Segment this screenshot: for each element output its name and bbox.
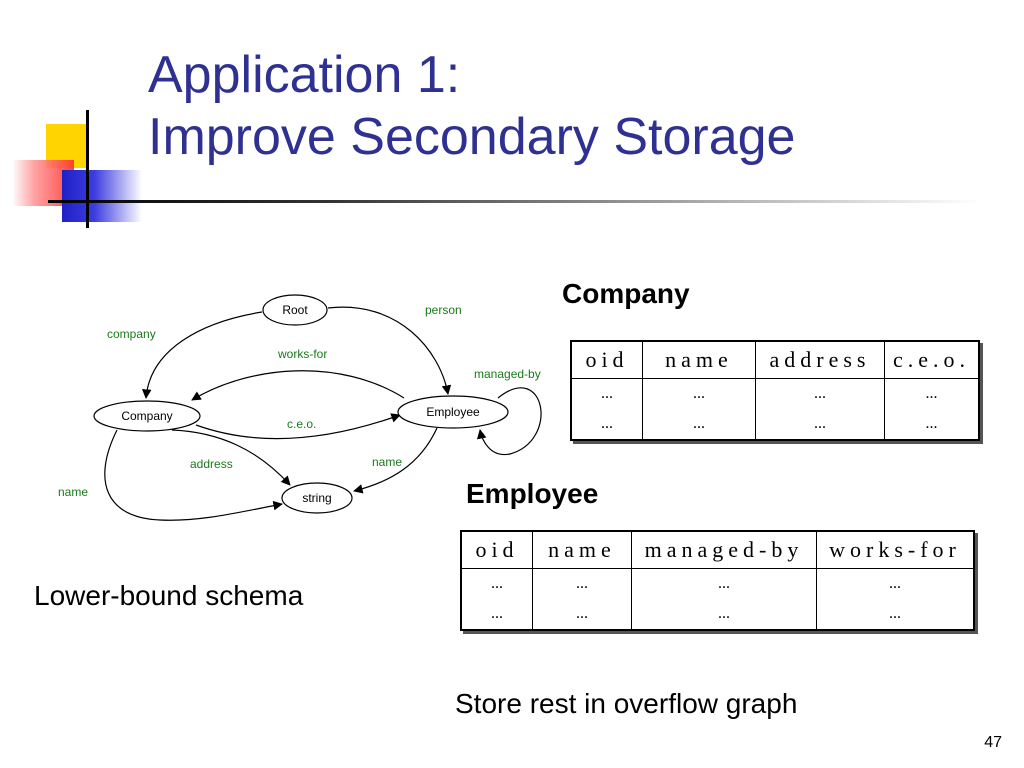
table-row: ... ... ... ... [571, 409, 979, 440]
table-row: ... ... ... ... [461, 599, 974, 630]
table-cell: ... [461, 568, 533, 599]
table-cell: ... [631, 599, 817, 630]
node-employee-label: Employee [426, 405, 480, 419]
employee-table: oid name managed-by works-for ... ... ..… [460, 530, 975, 631]
table-cell: ... [889, 575, 901, 592]
edge-label-person: person [425, 303, 462, 317]
employee-col-managed-by: managed-by [631, 531, 817, 569]
edge-employee-name [353, 427, 438, 494]
edge-label-address: address [190, 457, 233, 471]
company-table-header-row: oid name address c.e.o. [571, 341, 980, 379]
table-cell: ... [925, 385, 938, 402]
edge-label-company: company [107, 327, 156, 341]
table-cell: ... [571, 378, 643, 409]
edge-label-ceo: c.e.o. [287, 417, 316, 431]
table-cell: ... [755, 409, 885, 440]
table-row: ... ... ... ... [571, 378, 979, 409]
edge-company-name [104, 429, 283, 521]
company-table: oid name address c.e.o. ... ... ... ... … [570, 340, 981, 441]
slide-title: Application 1: Improve Secondary Storage [148, 44, 795, 168]
table-cell: ... [925, 415, 938, 432]
logo-blue-square [62, 170, 142, 222]
page-number: 47 [984, 734, 1002, 751]
table-cell: ... [532, 568, 632, 599]
table-cell: ... [461, 599, 533, 630]
table-cell: ... [642, 378, 756, 409]
company-col-name: name [642, 341, 756, 379]
company-table-heading: Company [562, 278, 690, 309]
title-line-1: Application 1: [148, 46, 461, 104]
company-col-ceo: c.e.o. [884, 341, 980, 379]
title-rule [48, 200, 980, 203]
node-company-label: Company [121, 409, 172, 423]
edge-ceo [195, 413, 401, 440]
employee-col-name: name [532, 531, 632, 569]
edge-company [141, 311, 263, 399]
employee-table-header-row: oid name managed-by works-for [461, 531, 974, 569]
node-root-label: Root [282, 303, 308, 317]
edge-label-employee-name: name [372, 455, 402, 469]
node-company: Company [93, 400, 201, 432]
node-string-label: string [302, 491, 331, 505]
title-line-2: Improve Secondary Storage [148, 108, 796, 166]
table-cell: ... [532, 599, 632, 630]
table-cell: ... [755, 378, 885, 409]
edge-person [327, 306, 452, 395]
edge-label-works-for: works-for [277, 347, 327, 361]
table-cell: ... [889, 605, 901, 622]
table-cell: ... [642, 409, 756, 440]
employee-col-works-for: works-for [816, 531, 974, 569]
company-col-oid: oid [571, 341, 643, 379]
node-string: string [281, 482, 353, 514]
overflow-graph-caption: Store rest in overflow graph [455, 688, 798, 719]
company-col-address: address [755, 341, 885, 379]
edge-works-for [191, 370, 405, 401]
table-row: ... ... ... ... [461, 568, 974, 599]
edge-managed-by [476, 387, 542, 456]
edge-label-managed-by: managed-by [474, 367, 541, 381]
edge-label-company-name: name [58, 485, 88, 499]
logo-vertical-line [86, 110, 89, 228]
employee-col-oid: oid [461, 531, 533, 569]
lower-bound-schema-caption: Lower-bound schema [34, 580, 304, 611]
table-cell: ... [631, 568, 817, 599]
node-employee: Employee [397, 395, 509, 429]
employee-table-heading: Employee [466, 478, 599, 509]
table-cell: ... [571, 409, 643, 440]
edge-address [171, 429, 291, 486]
node-root: Root [262, 294, 328, 326]
decorative-logo [0, 100, 180, 240]
